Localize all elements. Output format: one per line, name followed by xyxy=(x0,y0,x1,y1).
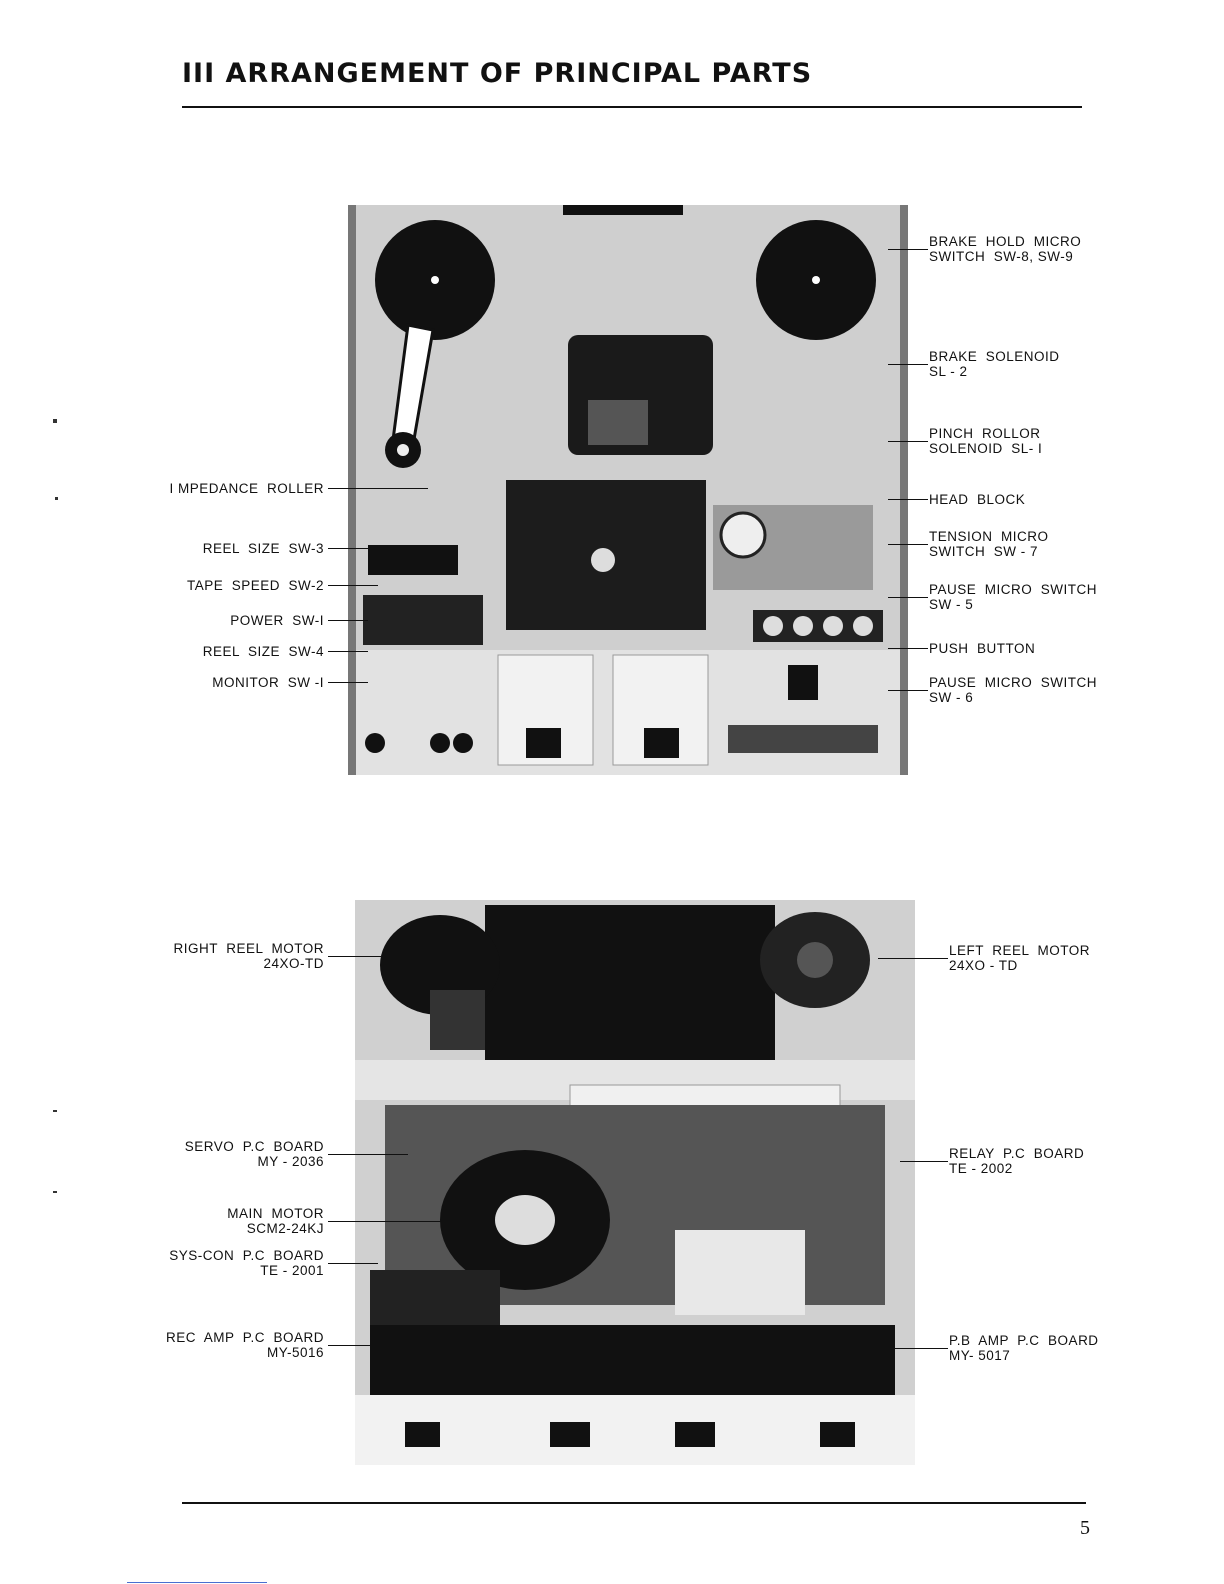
leader-line xyxy=(328,620,368,621)
leader-line xyxy=(900,1161,948,1162)
label-push-button: PUSH BUTTON xyxy=(929,641,1036,656)
leader-line xyxy=(328,682,368,683)
margin-speck xyxy=(53,1110,57,1112)
leader-line xyxy=(328,956,388,957)
page-number: 5 xyxy=(1080,1517,1090,1539)
footer-underline-mark xyxy=(127,1582,267,1583)
leader-line xyxy=(888,690,928,691)
leader-line xyxy=(328,585,378,586)
leader-line xyxy=(895,1348,948,1349)
leader-line xyxy=(878,958,948,959)
margin-speck xyxy=(55,497,58,500)
label-reel-size-sw4: REEL SIZE SW-4 xyxy=(202,644,324,659)
label-reel-size-sw3: REEL SIZE SW-3 xyxy=(202,541,324,556)
leader-line xyxy=(888,597,928,598)
leader-line xyxy=(888,499,928,500)
label-monitor-sw1: MONITOR SW -I xyxy=(212,675,324,690)
page-heading: III ARRANGEMENT OF PRINCIPAL PARTS xyxy=(182,58,813,89)
margin-speck xyxy=(53,1191,57,1193)
label-power-sw1: POWER SW-I xyxy=(230,613,324,628)
deck-top-view-drawing xyxy=(348,205,908,775)
leader-line xyxy=(328,548,378,549)
leader-line xyxy=(888,648,928,649)
footer-rule xyxy=(182,1502,1086,1504)
leader-line xyxy=(328,1154,408,1155)
leader-line xyxy=(328,1263,378,1264)
margin-speck xyxy=(53,419,57,423)
leader-line xyxy=(888,544,928,545)
label-tape-speed-sw2: TAPE SPEED SW-2 xyxy=(186,578,324,593)
label-impedance-roller: I MPEDANCE ROLLER xyxy=(169,481,324,496)
leader-line xyxy=(328,1345,378,1346)
deck-underside-photo xyxy=(355,900,915,1465)
deck-underside-drawing xyxy=(355,900,915,1465)
leader-line xyxy=(328,1221,448,1222)
header-rule xyxy=(182,106,1082,108)
leader-line xyxy=(888,441,928,442)
leader-line xyxy=(888,364,928,365)
label-head-block: HEAD BLOCK xyxy=(929,492,1026,507)
leader-line xyxy=(328,651,368,652)
leader-line xyxy=(328,488,428,489)
leader-line xyxy=(888,249,928,250)
deck-top-view-photo xyxy=(348,205,908,775)
